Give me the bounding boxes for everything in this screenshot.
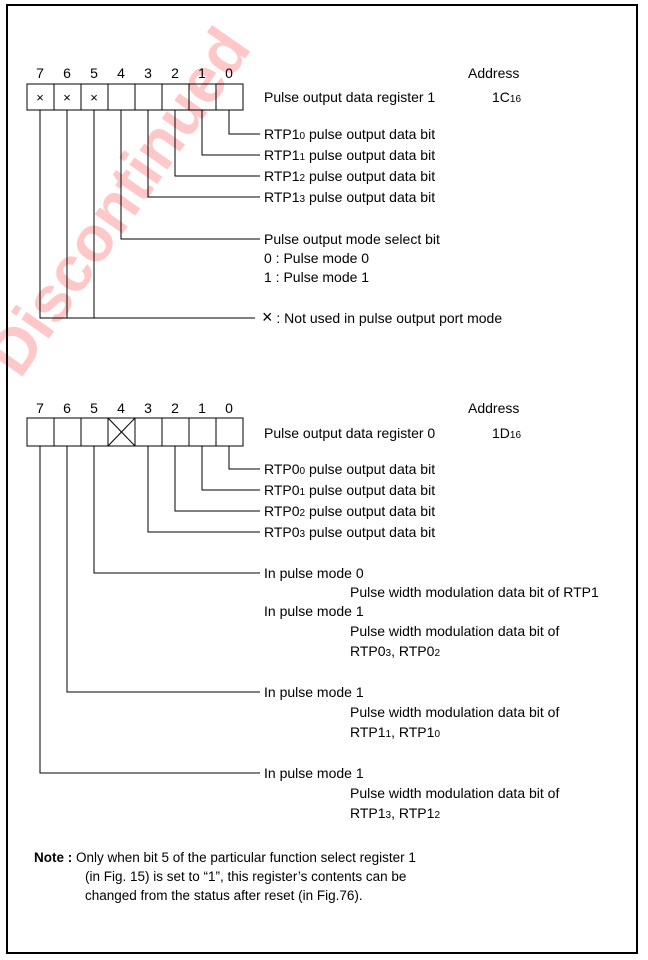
note-block: Note : Only when bit 5 of the particular… [34, 848, 416, 905]
leader-bit2 [175, 110, 260, 176]
bit-cell [135, 418, 162, 446]
note-line-3: changed from the status after reset (in … [34, 886, 416, 905]
leader-bit1 [202, 110, 260, 155]
bit3-label: RTP03 pulse output data bit [264, 524, 435, 540]
bit-cell-mark: × [90, 90, 98, 105]
bit2-label: RTP12 pulse output data bit [264, 168, 435, 184]
bit-cell [189, 418, 216, 446]
bit7-mode1-label: In pulse mode 1 [264, 765, 364, 781]
leader-bit5 [94, 446, 260, 573]
bit6-mode1-regs: RTP11, RTP10 [350, 724, 440, 740]
not-used-label: × : Not used in pulse output port mode [262, 307, 502, 327]
leader-bit1 [202, 446, 260, 490]
bit-number: 7 [36, 400, 44, 416]
bit2-label: RTP02 pulse output data bit [264, 503, 435, 519]
address-label: Address [468, 65, 519, 81]
register-address: 1D16 [492, 425, 521, 441]
bit-number: 4 [117, 65, 125, 81]
unused-bit-cross [108, 418, 135, 446]
bit5-mode1-regs: RTP03, RTP02 [350, 643, 440, 659]
leader-bit4 [121, 110, 260, 239]
bit5-mode0-desc: Pulse width modulation data bit of RTP1 [350, 584, 599, 600]
bit-cell [135, 84, 162, 110]
bit3-label: RTP13 pulse output data bit [264, 189, 435, 205]
bit-number: 6 [63, 400, 71, 416]
bit-cell [27, 418, 54, 446]
leader-lines [40, 446, 260, 773]
bit-boxes [27, 418, 243, 446]
bit-number: 6 [63, 65, 71, 81]
bit-cell [108, 84, 135, 110]
bit-cell-mark: × [63, 90, 71, 105]
bit6-mode1-label: In pulse mode 1 [264, 684, 364, 700]
bit-number: 5 [90, 65, 98, 81]
mode-select-title: Pulse output mode select bit [264, 231, 440, 247]
bit1-label: RTP01 pulse output data bit [264, 482, 435, 498]
bit0-label: RTP00 pulse output data bit [264, 461, 435, 477]
bit-number: 5 [90, 400, 98, 416]
leader-bit0 [229, 446, 260, 469]
bit-number: 2 [171, 65, 179, 81]
bit-number: 0 [225, 400, 233, 416]
register-name: Pulse output data register 1 [264, 89, 435, 105]
bit-number: 0 [225, 65, 233, 81]
register-address: 1C16 [492, 89, 521, 105]
bit-cell [54, 418, 81, 446]
bit-cell [162, 418, 189, 446]
bit-cell [162, 84, 189, 110]
leader-bit6 [67, 446, 260, 692]
mode-select-option-0: 0 : Pulse mode 0 [264, 250, 369, 266]
leader-bit0 [229, 110, 260, 134]
leader-bit2 [175, 446, 260, 511]
address-label: Address [468, 400, 519, 416]
bit-number: 3 [144, 65, 152, 81]
bit-cell [216, 418, 243, 446]
bit0-label: RTP10 pulse output data bit [264, 126, 435, 142]
leader-bit3 [148, 110, 260, 197]
register-0-diagram: 7 6 5 4 3 2 1 0 Address Pulse output dat… [27, 400, 599, 821]
bit1-label: RTP11 pulse output data bit [264, 147, 435, 163]
bit5-mode0-label: In pulse mode 0 [264, 565, 364, 581]
bit-number: 7 [36, 65, 44, 81]
bit-cell [216, 84, 243, 110]
leader-lines [40, 110, 260, 318]
bit-number: 3 [144, 400, 152, 416]
bit-number: 2 [171, 400, 179, 416]
bit5-mode1-desc: Pulse width modulation data bit of [350, 623, 559, 639]
leader-bit7 [40, 446, 260, 773]
note-line-2: (in Fig. 15) is set to “1”, this registe… [34, 867, 416, 886]
note-label: Note : [34, 850, 72, 865]
bit7-mode1-regs: RTP13, RTP12 [350, 805, 440, 821]
bit-cell [189, 84, 216, 110]
bit-cell-mark: × [36, 90, 44, 105]
bit-number: 1 [198, 400, 206, 416]
bit-cell [81, 418, 108, 446]
bit6-mode1-desc: Pulse width modulation data bit of [350, 704, 559, 720]
register-1-diagram: 7 6 5 4 3 2 1 0 × × × Address Pulse outp… [27, 65, 521, 327]
bit-number: 1 [198, 65, 206, 81]
note-line-1: Only when bit 5 of the particular functi… [72, 850, 416, 865]
bit5-mode1-label: In pulse mode 1 [264, 603, 364, 619]
register-name: Pulse output data register 0 [264, 425, 435, 441]
leader-bit3 [148, 446, 260, 532]
bit-boxes [27, 84, 243, 110]
bit7-mode1-desc: Pulse width modulation data bit of [350, 785, 559, 801]
bit-number: 4 [117, 400, 125, 416]
mode-select-option-1: 1 : Pulse mode 1 [264, 269, 369, 285]
